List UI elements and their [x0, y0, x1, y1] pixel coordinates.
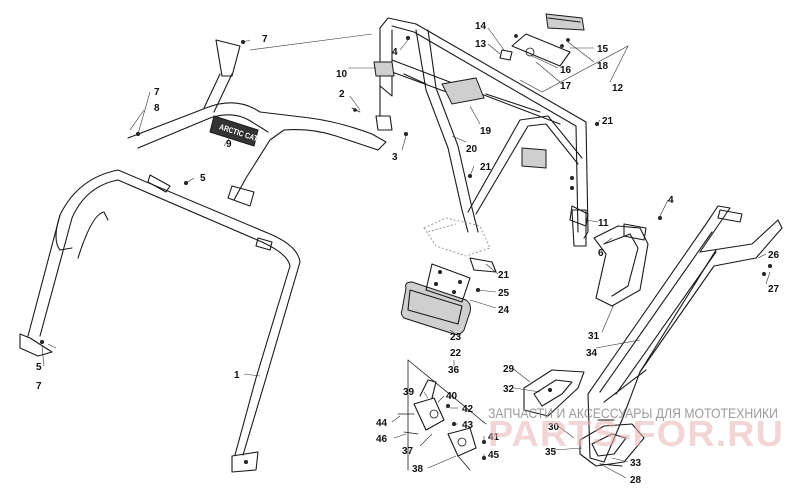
- callout-5: 5: [36, 362, 42, 373]
- callout-20: 20: [466, 144, 478, 155]
- callout-16: 16: [560, 65, 572, 76]
- callout-27: 27: [768, 284, 780, 295]
- callout-29: 29: [503, 364, 515, 375]
- callout-43: 43: [462, 420, 474, 431]
- rear-lamp-assembly: [400, 257, 497, 335]
- callout-22: 22: [450, 348, 462, 359]
- callout-40: 40: [446, 391, 458, 402]
- callout-7: 7: [36, 381, 42, 392]
- callout-19: 19: [480, 126, 492, 137]
- callout-38: 38: [412, 464, 424, 475]
- rear-roll-cage: [373, 17, 589, 257]
- callout-33: 33: [630, 458, 642, 469]
- callout-26: 26: [768, 250, 780, 261]
- callout-17: 17: [560, 81, 572, 92]
- lower-plate: [579, 423, 645, 467]
- callout-31: 31: [588, 331, 600, 342]
- callout-21: 21: [480, 162, 492, 173]
- watermark-logo: PARTS-FOR.RU: [488, 413, 784, 454]
- callout-4: 4: [392, 47, 398, 58]
- callout-32: 32: [503, 384, 515, 395]
- callout-21: 21: [498, 270, 510, 281]
- leader-lines: [41, 27, 771, 479]
- callout-11: 11: [598, 218, 609, 229]
- callout-8: 8: [154, 103, 160, 114]
- callout-13: 13: [475, 39, 487, 50]
- callout-4: 4: [668, 195, 674, 206]
- callout-42: 42: [462, 404, 474, 415]
- callout-7: 7: [154, 87, 160, 98]
- callout-3: 3: [392, 152, 398, 163]
- callout-1: 1: [234, 370, 240, 381]
- callout-45: 45: [488, 450, 500, 461]
- rear-brace-bar: ARCTIC CAT: [127, 39, 387, 207]
- callout-36: 36: [448, 365, 460, 376]
- callout-44: 44: [376, 418, 388, 429]
- watermark: PARTS-FOR.RU ЗАПЧАСТИ И АКСЕССУАРЫ ДЛЯ М…: [488, 405, 784, 454]
- callout-18: 18: [597, 61, 609, 72]
- callout-30: 30: [548, 422, 560, 433]
- callout-46: 46: [376, 434, 388, 445]
- callout-15: 15: [597, 44, 609, 55]
- side-bracket: [593, 215, 663, 307]
- callout-41: 41: [488, 432, 500, 443]
- callout-6: 6: [598, 248, 604, 259]
- callout-24: 24: [498, 305, 510, 316]
- mounting-plate: [523, 369, 585, 417]
- callout-10: 10: [336, 69, 348, 80]
- callout-25: 25: [498, 288, 510, 299]
- callout-14: 14: [475, 21, 487, 32]
- callout-21: 21: [602, 116, 614, 127]
- callout-23: 23: [450, 332, 462, 343]
- callout-9: 9: [226, 139, 232, 150]
- callout-7: 7: [262, 34, 268, 45]
- callout-35: 35: [545, 447, 557, 458]
- callout-5: 5: [200, 173, 206, 184]
- callout-28: 28: [630, 475, 642, 486]
- callout-labels: 7 7 8 9 5 5 7 1 10 2 3 4 14 13 15 16 18 …: [36, 21, 780, 486]
- front-roll-bar: [19, 169, 301, 473]
- callout-39: 39: [403, 387, 415, 398]
- callout-34: 34: [586, 348, 598, 359]
- latch-assembly: [397, 359, 487, 471]
- cage-hardware: [135, 36, 472, 185]
- top-light-assembly: [499, 13, 585, 67]
- watermark-caption: ЗАПЧАСТИ И АКСЕССУАРЫ ДЛЯ МОТОТЕХНИКИ: [488, 405, 778, 421]
- callout-37: 37: [402, 446, 414, 457]
- side-frame: [587, 205, 783, 463]
- callout-12: 12: [612, 83, 624, 94]
- callout-2: 2: [339, 89, 345, 100]
